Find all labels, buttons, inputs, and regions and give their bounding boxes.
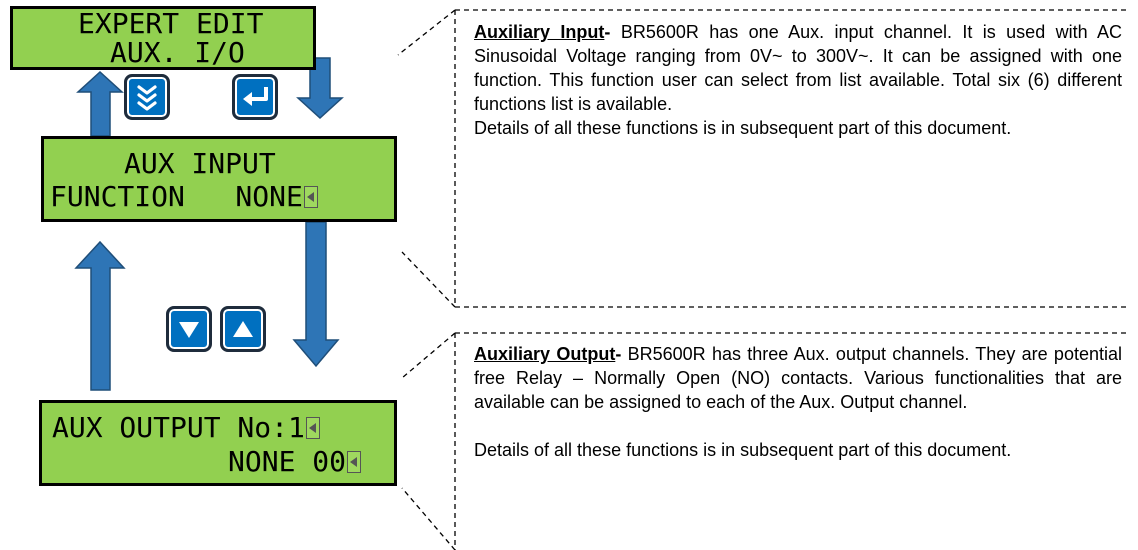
aux-input-details: Details of all these functions is in sub… bbox=[474, 118, 1012, 138]
up-button[interactable] bbox=[220, 306, 266, 352]
lcd-line-2: FUNCTION NONE bbox=[50, 180, 318, 214]
arrow-down-to-input bbox=[296, 57, 344, 120]
heading-dash: - bbox=[615, 344, 622, 364]
lcd-line-1: EXPERT EDIT bbox=[78, 7, 264, 40]
lcd-line-1: AUX OUTPUT No:1 bbox=[52, 411, 320, 445]
lcd-aux-input: AUX INPUT FUNCTION NONE bbox=[41, 136, 397, 222]
aux-input-note: Auxiliary Input- BR5600R has one Aux. in… bbox=[474, 20, 1122, 140]
down-page-icon bbox=[137, 85, 157, 111]
lcd-line-2: AUX. I/O bbox=[110, 36, 245, 69]
cursor-marker-icon bbox=[305, 417, 320, 439]
down-button[interactable] bbox=[166, 306, 212, 352]
arrow-up-to-expert bbox=[76, 70, 124, 137]
up-icon bbox=[233, 321, 253, 337]
aux-output-spacer bbox=[474, 414, 1122, 438]
lcd-aux-output: AUX OUTPUT No:1 NONE 00 bbox=[39, 400, 397, 486]
aux-output-body: BR5600R has three Aux. output channels. … bbox=[474, 344, 1122, 412]
lcd-line-2-text: FUNCTION NONE bbox=[50, 180, 303, 213]
aux-input-heading: Auxiliary Input bbox=[474, 22, 605, 42]
lcd-line-1: AUX INPUT bbox=[124, 147, 276, 180]
cursor-marker-icon bbox=[347, 451, 362, 473]
lcd-line-2-text: NONE 00 bbox=[228, 445, 347, 478]
aux-input-body: BR5600R has one Aux. input channel. It i… bbox=[474, 22, 1123, 114]
lcd-line-1-text: AUX OUTPUT No:1 bbox=[52, 411, 305, 444]
aux-output-heading: Auxiliary Output bbox=[474, 344, 616, 364]
enter-button[interactable] bbox=[232, 74, 278, 120]
lcd-expert-edit: EXPERT EDIT AUX. I/O bbox=[10, 6, 316, 70]
lcd-line-2: NONE 00 bbox=[228, 445, 362, 479]
down-icon bbox=[179, 322, 199, 338]
aux-output-details: Details of all these functions is in sub… bbox=[474, 440, 1012, 460]
aux-output-note: Auxiliary Output- BR5600R has three Aux.… bbox=[474, 342, 1122, 462]
heading-dash: - bbox=[604, 22, 611, 42]
aux-input-description: Auxiliary Input- BR5600R has one Aux. in… bbox=[474, 20, 1122, 116]
enter-icon bbox=[243, 87, 268, 106]
cursor-marker-icon bbox=[303, 186, 318, 208]
aux-output-description: Auxiliary Output- BR5600R has three Aux.… bbox=[474, 342, 1122, 414]
arrow-down-to-output bbox=[292, 221, 340, 368]
arrow-up-to-input bbox=[74, 240, 126, 391]
down-page-button[interactable] bbox=[124, 74, 170, 120]
